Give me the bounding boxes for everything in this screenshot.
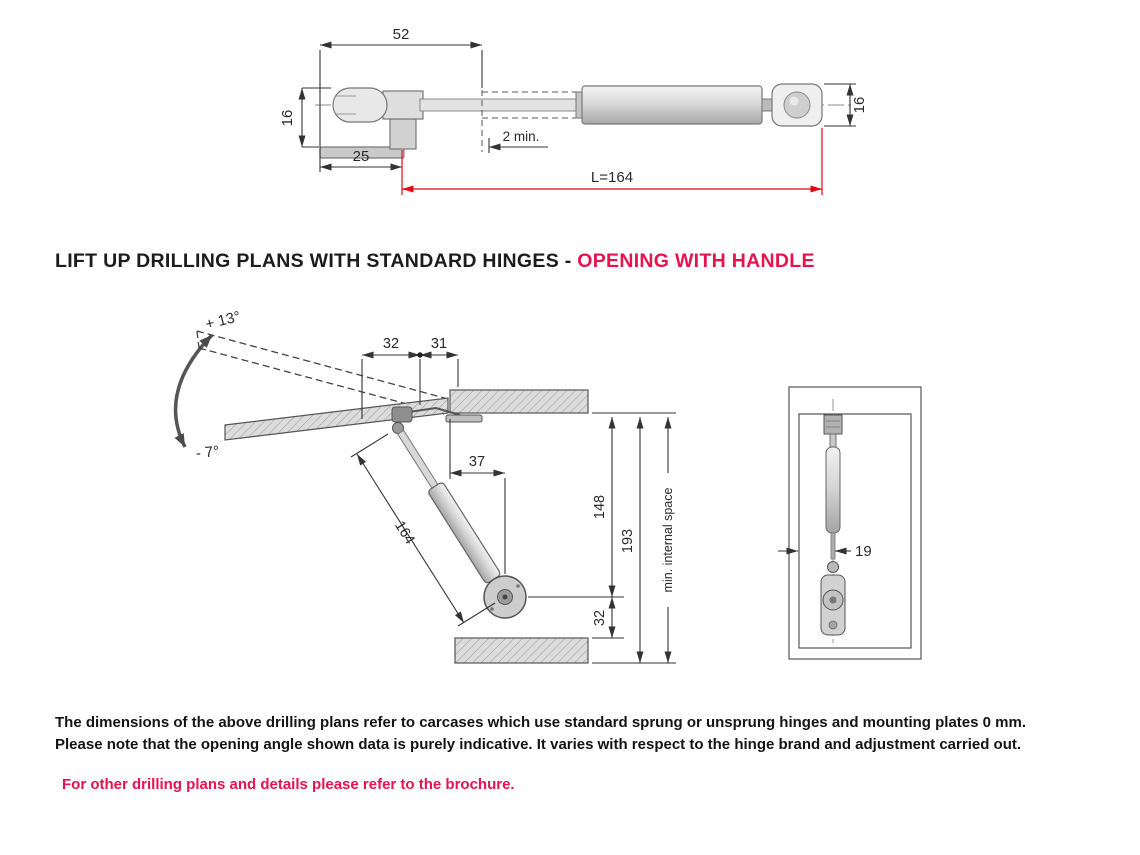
spring-cylinder (575, 85, 763, 125)
dim-hinge-32-label: 32 (383, 336, 399, 352)
dim-25: 25 (320, 148, 402, 171)
dim-16-right: 16 (824, 83, 868, 127)
dim-hinge-32: 32 (361, 336, 420, 419)
gas-spring-diagonal (392, 422, 506, 596)
dim-2min-label: 2 min. (503, 129, 540, 144)
dim-16-left-label: 16 (279, 110, 296, 127)
dim-32-bottom-label: 32 (592, 610, 608, 626)
front-view-carcase (788, 386, 922, 660)
page-title-highlight: OPENING WITH HANDLE (577, 250, 815, 272)
flap-panel-section (224, 397, 449, 441)
note-line-1: The dimensions of the above drilling pla… (55, 714, 1027, 731)
page-title-main: LIFT UP DRILLING PLANS WITH STANDARD HIN… (55, 250, 578, 272)
dim-52-label: 52 (393, 26, 410, 43)
drilling-plan-views: + 13° - 7° (173, 308, 922, 664)
gas-spring-side-view: 52 16 2 min. 25 L=164 (279, 26, 868, 195)
dim-19-label: 19 (855, 543, 872, 560)
dim-148: 148 (528, 412, 676, 598)
opening-arc (173, 333, 214, 448)
dim-25-label: 25 (353, 148, 370, 165)
dim-L164: L=164 (401, 128, 823, 195)
spring-rod (419, 98, 581, 112)
dim-16-left: 16 (279, 87, 331, 148)
dim-min-internal: min. internal space (661, 417, 675, 663)
dim-L164-label: L=164 (591, 169, 633, 186)
flap-open-dashed (196, 330, 449, 415)
angle-open-label: + 13° (204, 308, 243, 333)
dim-32-bottom: 32 (592, 597, 624, 639)
dim-37-label: 37 (469, 454, 485, 470)
spring-ball-socket (761, 83, 823, 127)
dim-hinge-31: 31 (417, 336, 459, 405)
footnotes: The dimensions of the above drilling pla… (55, 712, 1105, 756)
dim-19: 19 (778, 543, 872, 560)
carcase-bottom-panel (454, 637, 589, 664)
dim-148-label: 148 (592, 495, 608, 519)
dim-193: 193 (592, 417, 676, 664)
carcase-top-panel (449, 389, 589, 414)
page-title: LIFT UP DRILLING PLANS WITH STANDARD HIN… (55, 250, 815, 273)
dim-hinge-31-label: 31 (431, 336, 447, 352)
min-internal-space-label: min. internal space (661, 487, 675, 592)
dim-52: 52 (319, 26, 483, 172)
angle-closed-label: - 7° (195, 443, 220, 462)
note-line-2: Please note that the opening angle shown… (55, 736, 1022, 753)
dim-2min: 2 min. (488, 129, 548, 153)
brochure-note: For other drilling plans and details ple… (62, 776, 515, 793)
hinge-assembly (391, 406, 483, 423)
stroke-dashed-outline (481, 90, 592, 152)
front-view-mechanism (820, 414, 846, 636)
dim-193-label: 193 (620, 529, 636, 553)
dim-16-right-label: 16 (851, 97, 868, 114)
spring-left-bracket (319, 87, 424, 159)
lower-bracket (483, 575, 527, 619)
